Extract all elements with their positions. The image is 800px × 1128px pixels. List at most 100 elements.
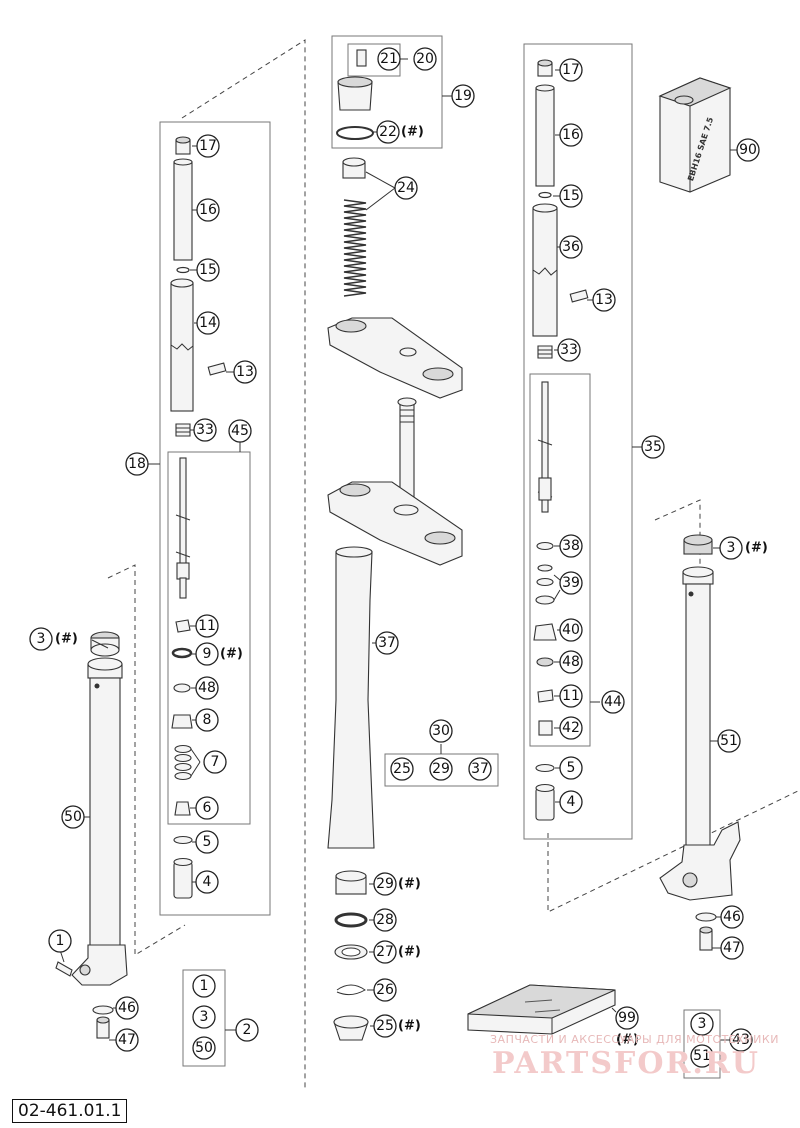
svg-text:99: 99 [618,1010,636,1026]
callout-kit30-25: 25 [390,757,414,781]
callout-8: 8 [195,708,219,732]
callout-19: 19 [451,84,475,108]
callout-29: 29 [373,872,397,896]
callout-9: 9 [195,642,219,666]
callout-40: 40 [559,618,583,642]
manual-book [467,984,616,1035]
callout-17: 17 [196,134,220,158]
svg-text:25: 25 [376,1018,394,1034]
svg-text:37: 37 [378,635,396,651]
svg-text:29: 29 [376,876,394,892]
callout-46-left: 46 [115,996,139,1020]
leader-lines [59,58,737,1041]
svg-text:5: 5 [567,760,576,776]
figure-id-label: 02-461.01.1 [12,1099,128,1123]
callout-kit43-51: 51 [690,1044,714,1068]
svg-text:3: 3 [727,540,736,556]
callout-2: 2 [235,1018,259,1042]
callout-14: 14 [196,311,220,335]
inner-tube [327,546,375,849]
callout-48-right: 48 [559,650,583,674]
watermark-tagline: ЗАПЧАСТИ И АКСЕССУАРЫ ДЛЯ МОТОТЕХНИКИ [490,1033,779,1046]
frame-45 [167,451,251,825]
callout-43: 43 [729,1028,753,1052]
svg-text:6: 6 [203,800,212,816]
svg-text:45: 45 [231,423,249,439]
hash-27: (#) [398,945,421,960]
svg-text:13: 13 [595,292,613,308]
svg-text:1: 1 [56,933,65,949]
callout-4-right: 4 [559,790,583,814]
svg-text:1: 1 [200,978,209,994]
svg-text:4: 4 [203,874,212,890]
svg-text:11: 11 [562,688,580,704]
center-cap-assembly [336,49,374,140]
svg-text:21: 21 [380,51,398,67]
callout-kit30-29: 29 [429,757,453,781]
callout-16: 16 [196,198,220,222]
svg-text:2: 2 [243,1022,252,1038]
callout-20: 20 [413,47,437,71]
svg-text:47: 47 [118,1032,136,1048]
svg-text:17: 17 [199,138,217,154]
callout-kit43-3: 3 [690,1012,714,1036]
frame-18 [159,121,271,916]
triple-clamps [327,317,463,566]
callout-36: 36 [559,235,583,259]
callouts: 17 16 15 14 13 33 45 18 11 9 (#) 48 8 7 … [29,47,768,1068]
left-fork-outer-tube [55,631,128,1039]
callout-46-right: 46 [720,905,744,929]
svg-text:28: 28 [376,912,394,928]
svg-text:26: 26 [376,982,394,998]
callout-21: 21 [377,47,401,71]
callout-26: 26 [373,978,397,1002]
frame-43 [683,1009,721,1079]
svg-text:46: 46 [118,1000,136,1016]
svg-text:44: 44 [604,694,622,710]
callout-51: 51 [717,729,741,753]
callout-5-left: 5 [195,830,219,854]
svg-text:13: 13 [236,364,254,380]
callout-27: 27 [373,940,397,964]
svg-text:40: 40 [562,622,580,638]
svg-text:46: 46 [723,909,741,925]
svg-text:48: 48 [198,680,216,696]
callout-15: 15 [196,258,220,282]
svg-text:27: 27 [376,944,394,960]
callout-kit2-3: 3 [192,1005,216,1029]
svg-text:3: 3 [37,631,46,647]
assembly-frames [159,35,721,1079]
svg-text:47: 47 [723,940,741,956]
svg-text:25: 25 [393,761,411,777]
frame-44 [529,373,591,747]
callout-1: 1 [48,929,72,953]
hash-22: (#) [401,125,424,140]
svg-text:20: 20 [416,51,434,67]
svg-text:35: 35 [644,439,662,455]
callout-42: 42 [559,716,583,740]
svg-text:15: 15 [562,188,580,204]
callout-37: 37 [375,631,399,655]
svg-text:11: 11 [198,618,216,634]
callout-11: 11 [195,614,219,638]
callout-38: 38 [559,534,583,558]
callout-39: 39 [559,571,583,595]
callout-18: 18 [125,452,149,476]
right-cartridge-parts [532,59,589,821]
callout-35: 35 [641,435,665,459]
svg-text:37: 37 [471,761,489,777]
left-cartridge-parts [170,136,227,899]
svg-text:22: 22 [379,124,397,140]
callout-22: 22 [376,120,400,144]
hash-99: (#) [616,1033,639,1048]
svg-text:39: 39 [562,575,580,591]
svg-text:33: 33 [196,422,214,438]
svg-text:14: 14 [199,315,217,331]
callout-5-right: 5 [559,756,583,780]
svg-text:51: 51 [693,1048,711,1064]
callout-kit2-1: 1 [192,974,216,998]
callout-16-right: 16 [559,123,583,147]
callout-33-right: 33 [557,338,581,362]
svg-text:43: 43 [732,1032,750,1048]
